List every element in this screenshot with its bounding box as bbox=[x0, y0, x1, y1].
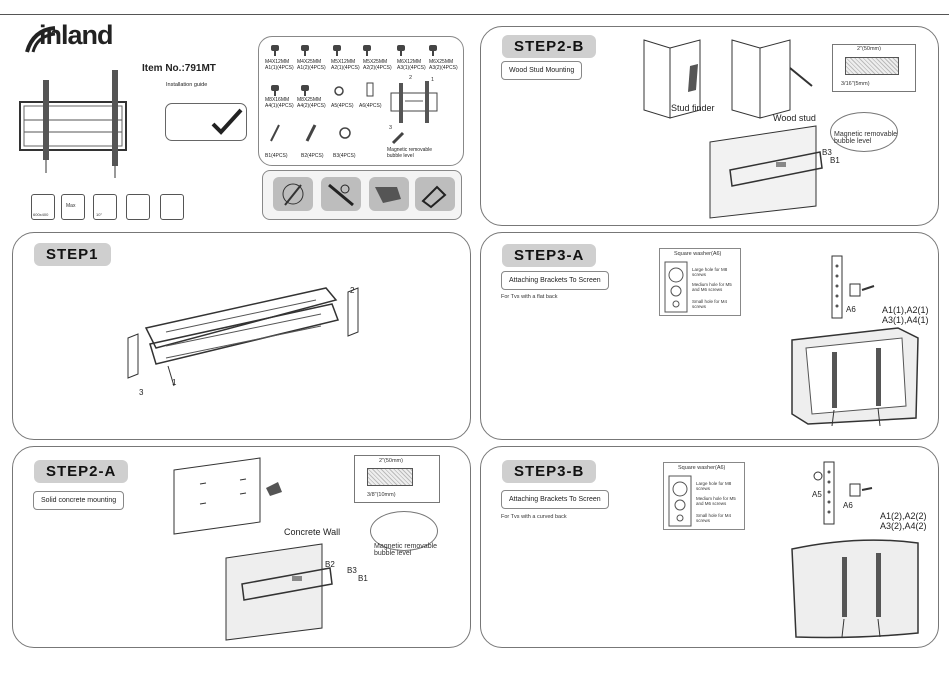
step3b-title: STEP3-B bbox=[502, 460, 597, 483]
spec-icon-tilt: 10° bbox=[93, 194, 117, 220]
step2b-level-callout bbox=[830, 112, 898, 152]
step3a-screws-line2: A3(1),A4(1) bbox=[882, 315, 929, 325]
step2b-wood-stud-label: Wood stud bbox=[773, 113, 816, 123]
step2a-drilling-drawing bbox=[173, 457, 282, 535]
step1-callout-1: 1 bbox=[172, 378, 177, 387]
step3b-screws-line2: A3(2),A4(2) bbox=[880, 521, 927, 531]
step2a-dimension-box: 2"(50mm) 3/8"(10mm) bbox=[354, 455, 440, 503]
callout-2: 2 bbox=[409, 75, 413, 81]
step2a-title: STEP2-A bbox=[34, 460, 129, 483]
step2a-b2: B2 bbox=[325, 560, 335, 569]
step3a-title: STEP3-A bbox=[502, 244, 597, 267]
step1-callout-2: 2 bbox=[350, 286, 355, 295]
step2b-b1: B1 bbox=[830, 156, 840, 165]
step3a-washer-panel: Square washer(A6) Large hole for M8 scre… bbox=[659, 248, 741, 316]
level-icon bbox=[415, 177, 455, 211]
bubble-level-label: Magnetic removable bubble level bbox=[387, 147, 433, 159]
step1-title: STEP1 bbox=[34, 243, 111, 266]
drill-icon bbox=[273, 177, 313, 211]
guide-image bbox=[165, 103, 247, 141]
step3a-sub: For Tvs with a flat back bbox=[501, 294, 558, 300]
spec-icon-max: Max bbox=[61, 194, 85, 220]
step2b-dimension-box: 2"(50mm) 3/16"(5mm) bbox=[832, 44, 916, 92]
brand-name: inland bbox=[39, 20, 113, 50]
step3b-a6: A6 bbox=[843, 501, 853, 510]
step3b-screws-line1: A1(2),A2(2) bbox=[880, 511, 927, 521]
step1-panel bbox=[12, 232, 471, 440]
tools-panel bbox=[262, 170, 462, 220]
step3b-note: Attaching Brackets To Screen bbox=[501, 490, 609, 509]
spec-icon-tools bbox=[160, 194, 184, 220]
washer-holes-icon bbox=[664, 261, 688, 313]
step3b-a5: A5 bbox=[812, 490, 822, 499]
anchor-row-icons bbox=[270, 124, 351, 142]
step3a-note: Attaching Brackets To Screen bbox=[501, 271, 609, 290]
checkmark-icon bbox=[211, 108, 243, 135]
step2a-level-callout bbox=[370, 511, 438, 551]
stud-finder-icon bbox=[369, 177, 409, 211]
step2a-note: Solid concrete mounting bbox=[33, 491, 125, 510]
step2a-concrete-wall-drawing bbox=[225, 543, 333, 641]
spec-icon-depth bbox=[126, 194, 150, 220]
step3a-a6: A6 bbox=[846, 305, 856, 314]
step3a-screws-line1: A1(1),A2(1) bbox=[882, 305, 929, 315]
part-B2: B2(4PCS) bbox=[301, 153, 324, 159]
callout-3: 3 bbox=[389, 125, 393, 131]
bracket-parts-drawing bbox=[390, 81, 438, 123]
callout-1: 1 bbox=[431, 77, 435, 83]
step1-wall-plate-drawing bbox=[127, 287, 359, 387]
step2b-note: Wood Stud Mounting bbox=[501, 61, 583, 80]
step2a-b1: B1 bbox=[358, 574, 368, 583]
step3a-bracket-detail bbox=[831, 255, 875, 319]
step2b-level-label: Magnetic removable bubble level bbox=[834, 131, 898, 145]
logo-mark-icon bbox=[25, 26, 56, 53]
mount-product-drawing bbox=[19, 70, 127, 178]
step3b-washer-panel: Square washer(A6) Large hole for M8 scre… bbox=[663, 462, 745, 530]
screw-row-icons bbox=[271, 45, 437, 56]
page-frame bbox=[0, 14, 949, 673]
step2b-stud-finder-label: Stud finder bbox=[671, 103, 715, 113]
spec-icon-vesa: 600x400 bbox=[31, 194, 55, 220]
part-A5: A5(4PCS) bbox=[331, 103, 354, 109]
step3b-bracket-detail bbox=[813, 461, 873, 525]
step1-callout-3: 3 bbox=[139, 388, 144, 397]
part-A6: A6(4PCS) bbox=[359, 103, 382, 109]
step3a-tv-back-drawing bbox=[791, 327, 919, 427]
step2b-title: STEP2-B bbox=[502, 35, 597, 58]
step2a-level-label: Magnetic removable bubble level bbox=[374, 543, 438, 557]
step2b-b3: B3 bbox=[822, 148, 832, 157]
item-number: Item No.:791MT bbox=[142, 63, 216, 74]
screwdriver-icon bbox=[321, 177, 361, 211]
step2b-stud-finder-drawing bbox=[643, 39, 813, 119]
step3b-curved-tv-drawing bbox=[791, 539, 919, 639]
part-B3: B3(4PCS) bbox=[333, 153, 356, 159]
step2a-wall-label: Concrete Wall bbox=[284, 527, 341, 537]
step3b-sub: For Tvs with a curved back bbox=[501, 514, 567, 520]
screw-row2-icons bbox=[271, 82, 374, 97]
installation-guide-label: Installation guide bbox=[166, 82, 208, 88]
washer-holes-icon bbox=[668, 475, 692, 527]
bubble-level-icon bbox=[391, 131, 405, 145]
step2b-wall-mount-drawing bbox=[709, 125, 823, 219]
part-B1: B1(4PCS) bbox=[265, 153, 288, 159]
step2a-b3: B3 bbox=[347, 566, 357, 575]
